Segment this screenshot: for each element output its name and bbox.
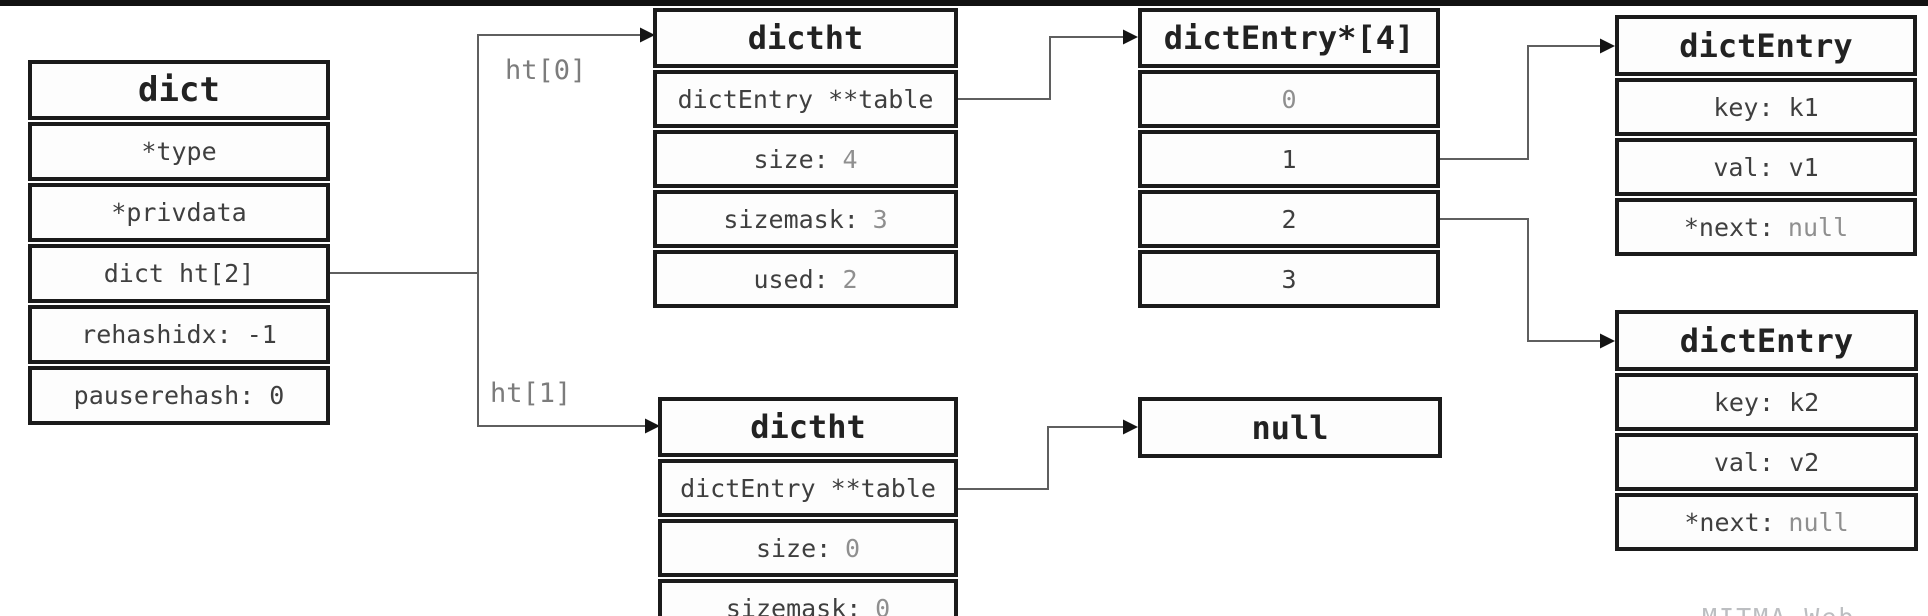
dictht-1-row-1-label: size: xyxy=(755,533,832,563)
dictentry-array-row-2: 2 xyxy=(1138,190,1440,248)
dictentry-array-row-3-label: 3 xyxy=(1281,264,1297,294)
dict-row-4-label: pauserehash: 0 xyxy=(73,381,285,410)
dict-row-1-label: *privdata xyxy=(111,198,247,227)
dict-row-2: dict ht[2] xyxy=(28,244,330,303)
dictht-1-row-1: size: 0 xyxy=(658,519,958,577)
dictentry-2-row-2-label: *next: xyxy=(1684,507,1775,537)
dict-row-0-label: *type xyxy=(141,137,217,166)
connector-branch-to-dictht1 xyxy=(477,273,646,427)
dict-row-3-label: rehashidx: -1 xyxy=(81,320,277,349)
dictht-1-row-0: dictEntry **table xyxy=(658,459,958,517)
struct-box-dict: dict *type *privdata dict ht[2] rehashidx: -… xyxy=(28,60,330,425)
dictht-0-row-2-label: sizemask: xyxy=(723,204,859,234)
connector-bucket1-to-entry1 xyxy=(1440,45,1601,160)
dictentry-1-row-2-label: *next: xyxy=(1683,212,1775,242)
dictht-1-title: dictht xyxy=(658,397,958,457)
struct-box-dictentry-2: dictEntry key: k2 val: v2 *next: null xyxy=(1615,310,1918,551)
dictht-0-row-0: dictEntry **table xyxy=(653,70,958,128)
dictentry-1-row-1: val: v1 xyxy=(1615,138,1917,196)
arrowhead-icon-bucket1-to-entry1 xyxy=(1600,38,1615,54)
dictht-0-row-1-label: size: xyxy=(753,144,829,174)
dict-title: dict xyxy=(28,60,330,120)
dictentry-2-row-2-value: null xyxy=(1788,507,1849,537)
dictentry-array-row-1-label: 1 xyxy=(1281,144,1297,174)
dictht-0-row-3-value: 2 xyxy=(842,264,858,294)
null-box-title: null xyxy=(1138,397,1442,458)
connector-bucket2-to-entry2 xyxy=(1440,218,1601,342)
dictentry-1-title: dictEntry xyxy=(1615,15,1917,76)
dict-row-2-label: dict ht[2] xyxy=(103,259,255,288)
dictht-0-row-2: sizemask: 3 xyxy=(653,190,958,248)
dictht-1-row-0-label: dictEntry **table xyxy=(680,473,936,503)
dictentry-1-row-0-label: key: k1 xyxy=(1713,92,1819,122)
arrowhead-icon-bucket2-to-entry2 xyxy=(1600,333,1615,349)
dictentry-2-row-1-label: val: v2 xyxy=(1713,447,1820,477)
dictentry-2-row-1: val: v2 xyxy=(1615,433,1918,491)
dictht-1-row-2: sizemask: 0 xyxy=(658,579,958,616)
dictentry-2-title: dictEntry xyxy=(1615,310,1918,371)
video-top-bar xyxy=(0,0,1928,6)
connector-branch-to-dictht0 xyxy=(477,34,641,273)
dictentry-1-row-2: *next: null xyxy=(1615,198,1917,256)
dictentry-2-row-0-label: key: k2 xyxy=(1713,387,1820,417)
dict-row-1: *privdata xyxy=(28,183,330,242)
arrowhead-icon-branch-to-dictht0 xyxy=(640,27,655,43)
arrowhead-icon-branch-to-dictht1 xyxy=(645,418,660,434)
pointer-label-ht0: ht[0] xyxy=(505,55,587,86)
struct-box-dictht-1: dictht dictEntry **table size: 0 sizemask: 0 xyxy=(658,397,958,616)
pointer-label-ht1: ht[1] xyxy=(490,378,572,409)
dictentry-array-row-1: 1 xyxy=(1138,130,1440,188)
dictht-0-title: dictht xyxy=(653,8,958,68)
dictentry-array-row-3: 3 xyxy=(1138,250,1440,308)
dictentry-2-row-2: *next: null xyxy=(1615,493,1918,551)
dictht-1-row-2-value: 0 xyxy=(875,593,891,616)
arrowhead-icon-table0-to-bucket xyxy=(1123,29,1138,45)
dictentry-array-row-0: 0 xyxy=(1138,70,1440,128)
dictentry-array-row-2-label: 2 xyxy=(1281,204,1297,234)
watermark: MITMA Web xyxy=(1702,603,1912,616)
dict-row-0: *type xyxy=(28,122,330,181)
dictht-1-row-2-label: sizemask: xyxy=(725,593,862,616)
dictht-1-row-1-value: 0 xyxy=(844,533,861,563)
dictht-0-row-1-value: 4 xyxy=(842,144,858,174)
struct-box-dictht-0: dictht dictEntry **table size: 4 sizemask: 3 u… xyxy=(653,8,958,308)
dictentry-array-row-0-label: 0 xyxy=(1281,84,1297,114)
dict-row-3: rehashidx: -1 xyxy=(28,305,330,364)
dictentry-1-row-0: key: k1 xyxy=(1615,78,1917,136)
connector-table0-to-bucket xyxy=(958,36,1124,100)
dictht-0-row-3: used: 2 xyxy=(653,250,958,308)
struct-box-dictentry-array: dictEntry*[4] 0 1 2 3 xyxy=(1138,8,1440,308)
struct-box-null-box: null xyxy=(1138,397,1442,458)
dictentry-1-row-1-label: val: v1 xyxy=(1713,152,1819,182)
arrowhead-icon-table1-to-null xyxy=(1123,419,1138,435)
dict-row-4: pauserehash: 0 xyxy=(28,366,330,425)
dictentry-array-title: dictEntry*[4] xyxy=(1138,8,1440,68)
connector-table1-to-null xyxy=(958,426,1124,490)
dictentry-2-row-0: key: k2 xyxy=(1615,373,1918,431)
dictentry-1-row-2-value: null xyxy=(1787,212,1849,242)
dictht-0-row-2-value: 3 xyxy=(872,204,888,234)
dictht-0-row-3-label: used: xyxy=(753,264,829,294)
dictht-0-row-1: size: 4 xyxy=(653,130,958,188)
struct-box-dictentry-1: dictEntry key: k1 val: v1 *next: null xyxy=(1615,15,1917,256)
dictht-0-row-0-label: dictEntry **table xyxy=(677,84,934,114)
